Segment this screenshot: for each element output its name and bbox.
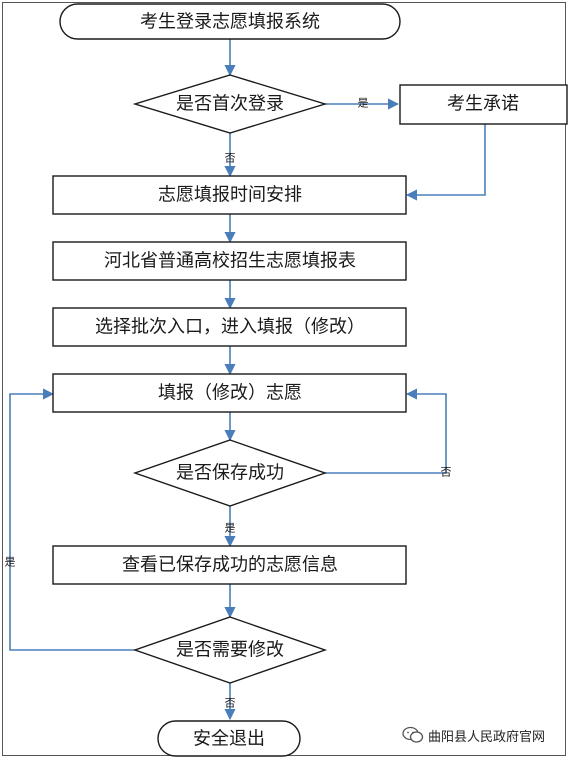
pledge-label: 考生承诺 — [447, 94, 519, 115]
form-label: 河北省普通高校招生志愿填报表 — [104, 251, 356, 272]
label-need-modify-yes: 是 — [5, 556, 16, 569]
form-box — [52, 241, 407, 281]
select-batch-box — [52, 307, 407, 347]
view-saved-box — [52, 545, 407, 585]
schedule-box — [52, 175, 407, 215]
watermark-text: 曲阳县人民政府官网 — [428, 729, 546, 745]
label-need-modify-no: 否 — [225, 697, 236, 710]
start-label: 考生登录志愿填报系统 — [140, 12, 320, 33]
start-terminal — [59, 3, 401, 40]
first-login-label: 是否首次登录 — [176, 94, 284, 115]
select-batch-label: 选择批次入口，进入填报（修改） — [95, 317, 365, 338]
edge-pledge-to-schedule — [405, 124, 486, 201]
exit-label: 安全退出 — [193, 729, 265, 750]
label-first-login-yes: 是 — [358, 97, 369, 110]
exit-terminal — [157, 720, 301, 757]
need-modify-label: 是否需要修改 — [176, 640, 284, 661]
edge-need-modify-yes-to-fill — [9, 388, 135, 651]
label-saved-ok-yes: 是 — [225, 522, 236, 535]
edge-saved-ok-no-to-fill — [325, 388, 447, 474]
pledge-box — [399, 84, 568, 125]
saved-ok-label: 是否保存成功 — [176, 463, 284, 484]
fill-label: 填报（修改）志愿 — [158, 383, 302, 404]
wechat-icon — [402, 726, 424, 743]
decision-need-modify — [132, 616, 328, 684]
decision-saved-ok — [132, 439, 328, 507]
watermark: 曲阳县人民政府官网 — [402, 724, 545, 746]
decision-first-login — [132, 74, 328, 134]
fill-box — [52, 373, 407, 413]
label-saved-ok-no: 否 — [441, 466, 452, 479]
schedule-label: 志愿填报时间安排 — [158, 185, 302, 206]
label-first-login-no: 否 — [225, 152, 236, 165]
view-saved-label: 查看已保存成功的志愿信息 — [122, 555, 338, 576]
